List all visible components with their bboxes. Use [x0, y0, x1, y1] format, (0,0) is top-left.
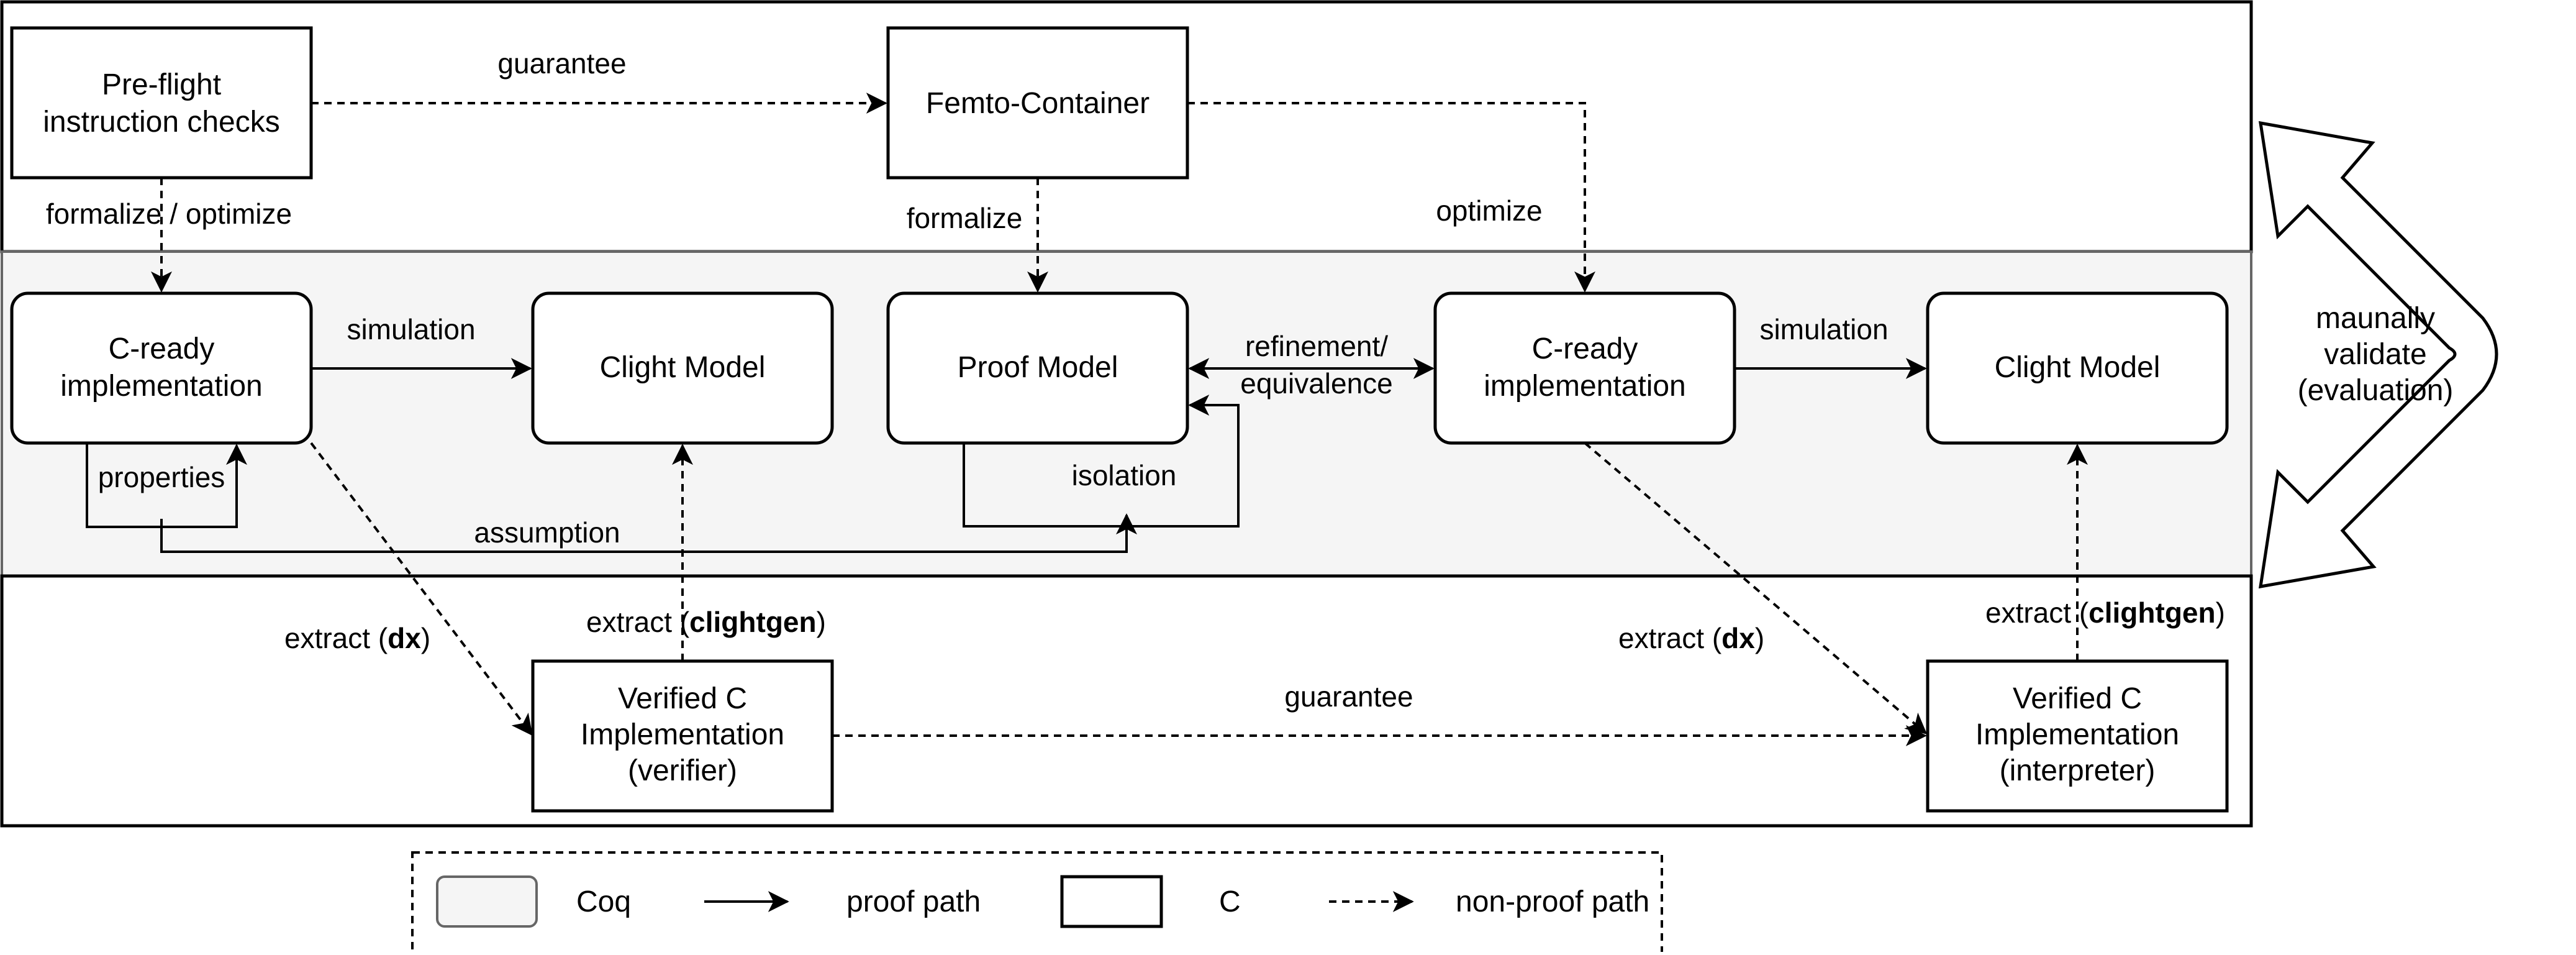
label-extract-clightgen-right: extract (clightgen)	[1985, 596, 2225, 629]
label-refinement-1: refinement/	[1245, 330, 1388, 362]
label-optimize: optimize	[1436, 194, 1542, 227]
edge-optimize	[1187, 102, 1595, 293]
legend-non-proof-path-label: non-proof path	[1456, 885, 1649, 918]
cready-right-node	[1433, 291, 1736, 445]
validate-label-3: (evaluation)	[2298, 374, 2454, 407]
verified-right-node	[1926, 659, 2229, 813]
cready-left-node	[10, 291, 313, 445]
verified-right-label-3: (interpreter)	[2000, 754, 2156, 787]
cready-left-label-2: implementation	[60, 370, 263, 403]
legend-c-swatch	[1060, 875, 1163, 928]
verified-left-label-3: (verifier)	[628, 754, 737, 787]
label-simulation-right: simulation	[1759, 313, 1888, 345]
label-assumption: assumption	[474, 516, 620, 549]
label-guarantee-top: guarantee	[497, 47, 626, 80]
label-extract-dx-left: extract (dx)	[284, 622, 430, 654]
proof-model-node	[886, 291, 1189, 445]
label-guarantee-bottom: guarantee	[1284, 680, 1413, 713]
legend-box	[411, 851, 1663, 955]
legend-coq-label: Coq	[576, 885, 631, 918]
label-formalize-optimize: formalize / optimize	[46, 198, 292, 230]
verified-left-label-1: Verified C	[618, 682, 747, 715]
validate-label-1: maunally	[2316, 302, 2435, 335]
label-refinement-2: equivalence	[1240, 367, 1393, 400]
verified-right-label-1: Verified C	[2013, 682, 2142, 715]
edge-extract-dx-right	[1584, 442, 1928, 734]
label-extract-dx-right: extract (dx)	[1618, 622, 1764, 654]
proof-model-label: Proof Model	[958, 351, 1118, 384]
preflight-label-2: instruction checks	[43, 106, 280, 139]
preflight-label-1: Pre-flight	[102, 68, 221, 101]
clight-right-label: Clight Model	[1995, 351, 2161, 384]
cready-left-label-1: C-ready	[109, 332, 215, 365]
validate-label-2: validate	[2324, 338, 2426, 371]
legend-coq-swatch	[436, 875, 538, 928]
label-isolation: isolation	[1072, 459, 1177, 491]
femto-container-node	[886, 26, 1189, 180]
label-formalize: formalize	[907, 202, 1023, 234]
cready-right-label-1: C-ready	[1532, 332, 1638, 365]
label-properties: properties	[98, 461, 225, 493]
verified-left-node	[531, 659, 834, 813]
legend-proof-path-label: proof path	[846, 885, 981, 918]
edge-extract-dx-left	[310, 442, 533, 736]
label-extract-clightgen-left: extract (clightgen)	[586, 606, 826, 638]
clight-left-label: Clight Model	[600, 351, 766, 384]
label-simulation-left: simulation	[347, 313, 475, 345]
femto-container-label: Femto-Container	[926, 87, 1150, 120]
preflight-node	[10, 26, 313, 180]
legend-c-label: C	[1219, 885, 1241, 918]
clight-left-node	[531, 291, 834, 445]
verified-right-label-2: Implementation	[1975, 718, 2179, 751]
edge-assumption	[160, 513, 1137, 553]
cready-right-label-2: implementation	[1484, 370, 1686, 403]
clight-right-node	[1926, 291, 2229, 445]
verified-left-label-2: Implementation	[581, 718, 784, 751]
validate-double-arrow	[2258, 121, 2498, 589]
bottom-layer-c	[0, 574, 2253, 828]
edge-isolation	[963, 395, 1240, 528]
